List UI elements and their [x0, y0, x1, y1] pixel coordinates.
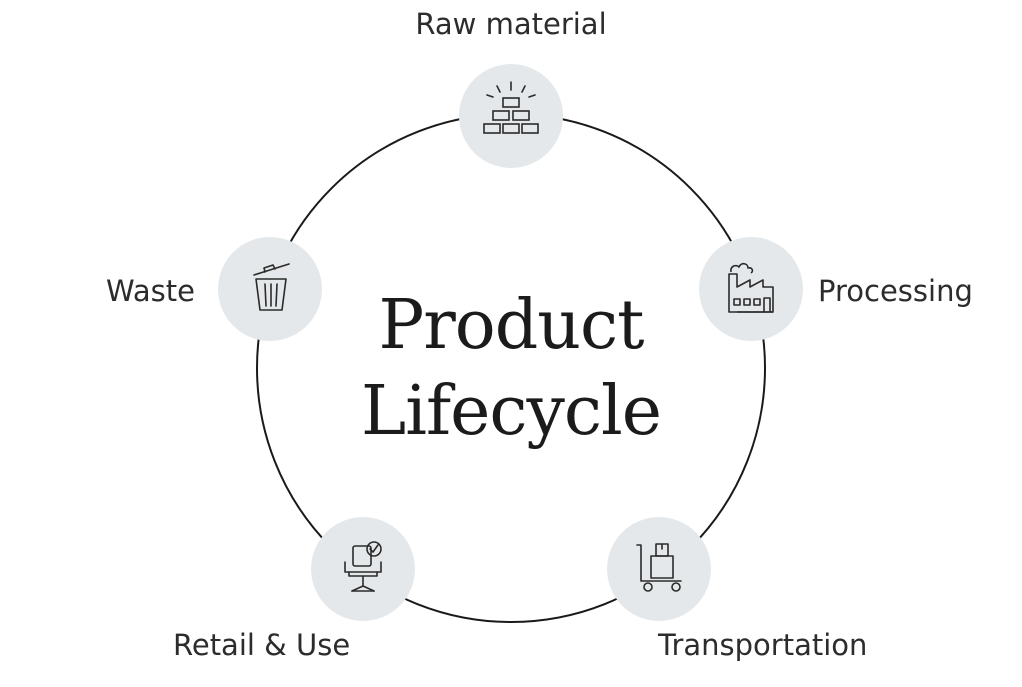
- factory-icon: [728, 262, 774, 313]
- node-raw-material: [459, 64, 563, 168]
- node-waste: [218, 237, 322, 341]
- hand-truck-icon: [636, 543, 682, 592]
- bricks-icon: [483, 81, 539, 134]
- office-chair-icon: [344, 541, 382, 592]
- stage-label-waste: Waste: [106, 274, 195, 308]
- node-transportation: [607, 517, 711, 621]
- trash-bin-icon: [253, 263, 290, 311]
- diagram-title-line-1: Product: [378, 286, 645, 365]
- node-retail-use: [311, 517, 415, 621]
- diagram-title-line-2: Lifecycle: [361, 372, 662, 451]
- stage-label-retail-use: Retail & Use: [173, 628, 351, 662]
- stage-label-transportation: Transportation: [658, 628, 868, 662]
- node-processing: [699, 237, 803, 341]
- stage-label-processing: Processing: [818, 274, 973, 308]
- stage-label-raw-material: Raw material: [415, 7, 607, 41]
